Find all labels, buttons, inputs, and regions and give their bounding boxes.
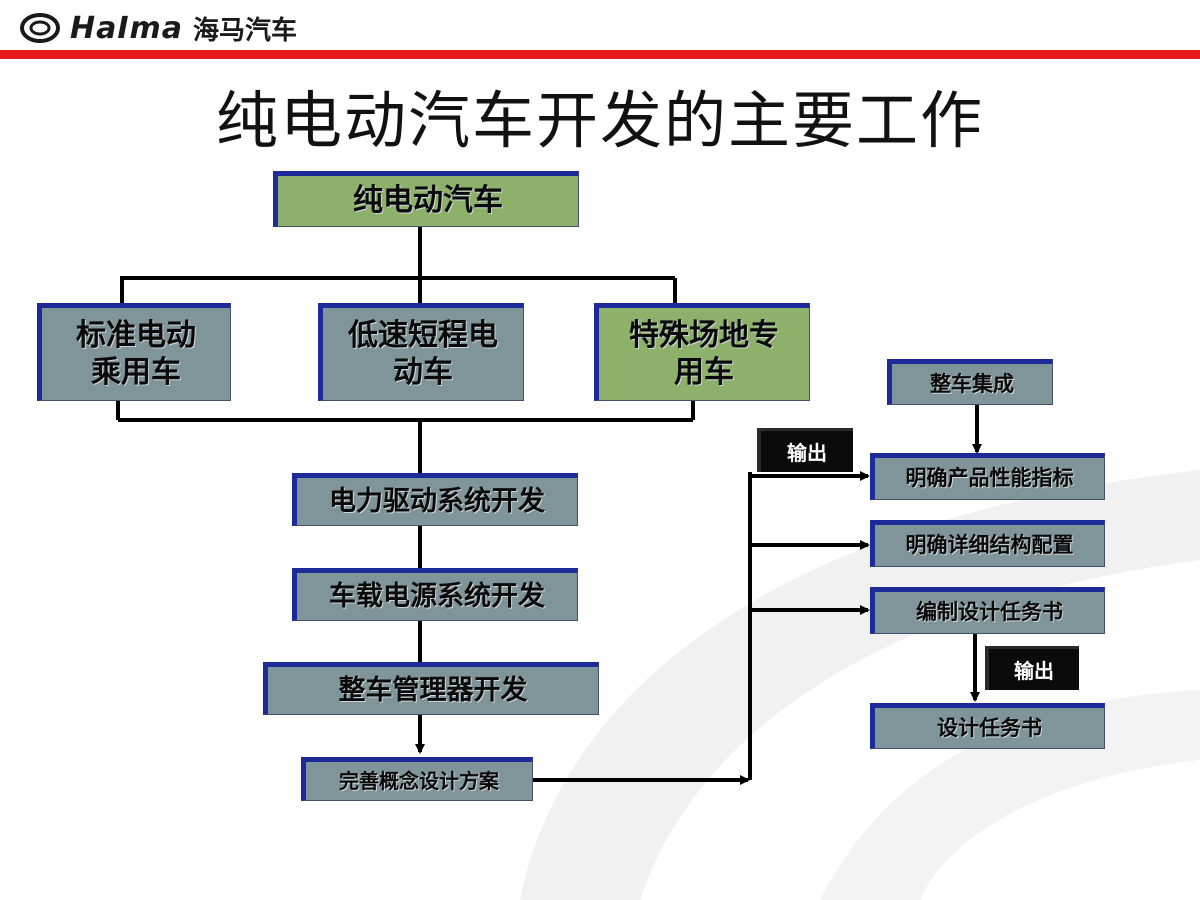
brand-logo: HaIma 海马汽车 [20,8,297,48]
concept-box: 完善概念设计方案 [301,757,533,801]
output-tag-1: 输出 [757,428,853,472]
category-box-3: 特殊场地专用车 [594,303,810,401]
output-tag-2-label: 输出 [1014,659,1054,683]
concept-label: 完善概念设计方案 [339,768,499,793]
root-box: 纯电动汽车 [273,171,579,227]
output-tag-1-label: 输出 [787,441,827,465]
category-box-1: 标准电动乘用车 [37,303,231,401]
right-item-1-label: 明确产品性能指标 [905,466,1074,491]
step-2-label: 车载电源系统开发 [329,580,545,612]
step-box-1: 电力驱动系统开发 [292,473,578,526]
category-2-line1: 低速短程电 [348,317,498,353]
right-item-box-2: 明确详细结构配置 [870,520,1105,567]
category-1-line2: 乘用车 [91,355,181,390]
root-label: 纯电动汽车 [353,183,503,219]
right-top-box: 整车集成 [887,359,1053,405]
category-box-2: 低速短程电动车 [318,303,524,401]
right-item-3-label: 编制设计任务书 [916,600,1063,625]
right-item-box-1: 明确产品性能指标 [870,453,1105,500]
category-2-line2: 动车 [393,355,453,390]
logo-chinese-name: 海马汽车 [193,15,298,46]
step-box-3: 整车管理器开发 [263,662,599,715]
right-final-box: 设计任务书 [870,703,1105,749]
page-title: 纯电动汽车开发的主要工作 [215,84,984,157]
category-1-line1: 标准电动 [76,317,196,353]
output-tag-2: 输出 [985,646,1079,690]
right-item-box-3: 编制设计任务书 [870,587,1105,634]
logo-text: HaIma [70,10,184,46]
right-top-label: 整车集成 [930,371,1014,396]
category-3-line1: 特殊场地专 [629,317,779,353]
category-3-line2: 用车 [674,355,734,390]
header-red-bar [0,50,1200,59]
step-3-label: 整车管理器开发 [338,674,528,706]
step-box-2: 车载电源系统开发 [292,568,578,621]
right-item-2-label: 明确详细结构配置 [905,533,1074,558]
step-1-label: 电力驱动系统开发 [329,485,545,517]
haima-emblem-icon [20,13,60,43]
right-final-label: 设计任务书 [937,715,1042,740]
